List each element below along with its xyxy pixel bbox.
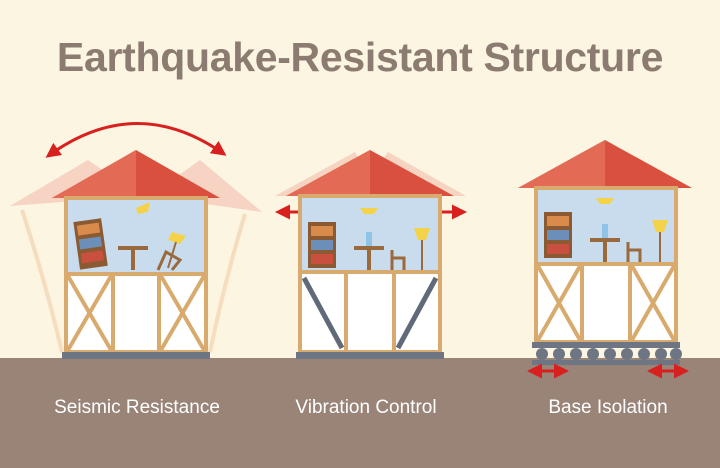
lamp — [414, 228, 430, 240]
house-base-isolation — [518, 140, 692, 379]
foundation — [62, 352, 210, 359]
ceiling-light — [596, 198, 614, 204]
foundation — [296, 352, 444, 359]
house-vibration-control — [275, 150, 467, 359]
caption-vibration-control: Vibration Control — [295, 397, 437, 418]
brace-right — [159, 274, 206, 352]
chair — [156, 249, 183, 271]
brace-left — [536, 265, 582, 341]
chair — [626, 242, 642, 262]
bookshelf — [73, 218, 108, 270]
ceiling-light — [360, 208, 378, 214]
damper-left — [301, 276, 345, 350]
caption-seismic-resistance: Seismic Resistance — [54, 397, 220, 418]
foundation — [532, 342, 680, 348]
lower-floor — [64, 272, 208, 354]
sway-arrow — [45, 122, 227, 158]
table — [590, 238, 620, 242]
ceiling-light — [136, 202, 150, 214]
caption-base-isolation: Base Isolation — [548, 397, 668, 418]
table — [118, 246, 148, 250]
house-seismic-resistance — [10, 122, 262, 359]
bookshelf — [544, 212, 572, 258]
table — [354, 246, 384, 250]
lamp — [168, 232, 186, 244]
chair — [390, 250, 406, 270]
ground — [0, 358, 720, 468]
damper-right — [395, 276, 439, 350]
brace-left — [66, 274, 113, 352]
brace-right — [630, 265, 676, 341]
bookshelf — [308, 222, 336, 268]
lamp — [652, 220, 668, 232]
isolator-bearings — [536, 348, 682, 360]
bottle — [602, 224, 608, 238]
bottle — [366, 232, 372, 246]
diagram-title: Earthquake-Resistant Structure — [56, 34, 664, 80]
